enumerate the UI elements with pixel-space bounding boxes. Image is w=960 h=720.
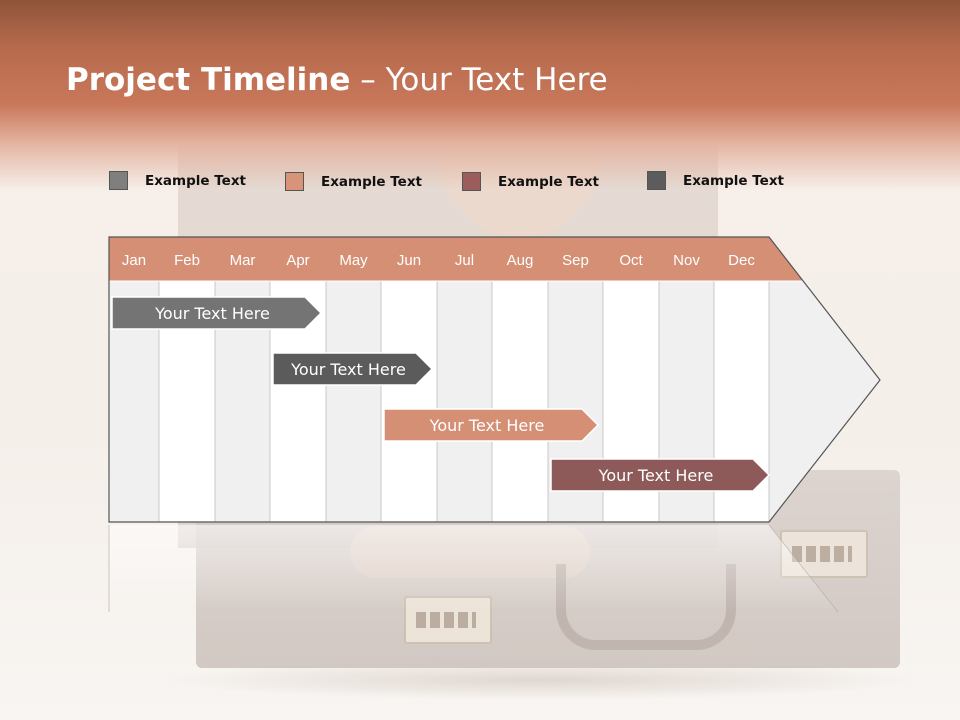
month-header-cell (326, 237, 381, 281)
legend-label: Example Text (145, 172, 246, 189)
month-label: Dec (728, 252, 755, 269)
month-header-cell (603, 237, 659, 281)
task-bar-label: Your Text Here (598, 466, 714, 485)
title-bold: Project Timeline (66, 62, 351, 98)
month-header-cell (548, 237, 603, 281)
month-label: Feb (174, 252, 200, 269)
month-column (437, 281, 492, 522)
month-label: Jul (455, 252, 474, 269)
month-label: Aug (507, 252, 534, 269)
task-bar-label: Your Text Here (154, 304, 270, 323)
month-header-cell (215, 237, 270, 281)
legend-swatch (647, 171, 666, 190)
legend-item: Example Text (285, 172, 422, 191)
month-header: Jan Feb Mar Apr May Jun Jul Aug Sep Oct Nov Dec (109, 237, 803, 282)
month-header-cell (492, 237, 548, 281)
month-columns (109, 237, 770, 522)
reflection-edge (768, 524, 839, 613)
month-header-cell (437, 237, 492, 281)
month-header-cell (159, 237, 215, 281)
month-label: Mar (230, 252, 256, 269)
month-label: Nov (673, 252, 700, 269)
month-column (381, 281, 437, 522)
task-bar (383, 408, 600, 442)
legend-label: Example Text (683, 172, 784, 189)
month-label: May (339, 252, 368, 269)
month-header-cell (659, 237, 714, 281)
legend-swatch (109, 171, 128, 190)
legend-item: Example Text (462, 172, 599, 191)
month-header-cell (270, 237, 326, 281)
month-label: Apr (286, 252, 309, 269)
task-bar (111, 296, 323, 330)
month-header-cell (714, 237, 769, 281)
month-label: Jan (122, 252, 146, 269)
legend-swatch (462, 172, 481, 191)
task-bar-label: Your Text Here (290, 360, 406, 379)
header-band (0, 0, 960, 190)
timeline-reflection (109, 525, 838, 612)
month-header-cell (109, 237, 159, 281)
month-header-cell (381, 237, 437, 281)
legend-label: Example Text (498, 173, 599, 190)
legend-label: Example Text (321, 173, 422, 190)
month-label: Oct (619, 252, 643, 269)
month-column (326, 281, 381, 522)
page-title: Project Timeline – Your Text Here (66, 62, 608, 98)
timeline-arrow-outline (108, 236, 881, 523)
legend-item: Example Text (109, 171, 246, 190)
task-bar (550, 458, 771, 492)
legend-swatch (285, 172, 304, 191)
legend-item: Example Text (647, 171, 784, 190)
month-label: Sep (562, 252, 589, 269)
title-rest: – Your Text Here (350, 62, 608, 98)
month-label: Jun (397, 252, 421, 269)
task-bar (272, 352, 434, 386)
task-bar-label: Your Text Here (429, 416, 545, 435)
month-column (492, 281, 548, 522)
